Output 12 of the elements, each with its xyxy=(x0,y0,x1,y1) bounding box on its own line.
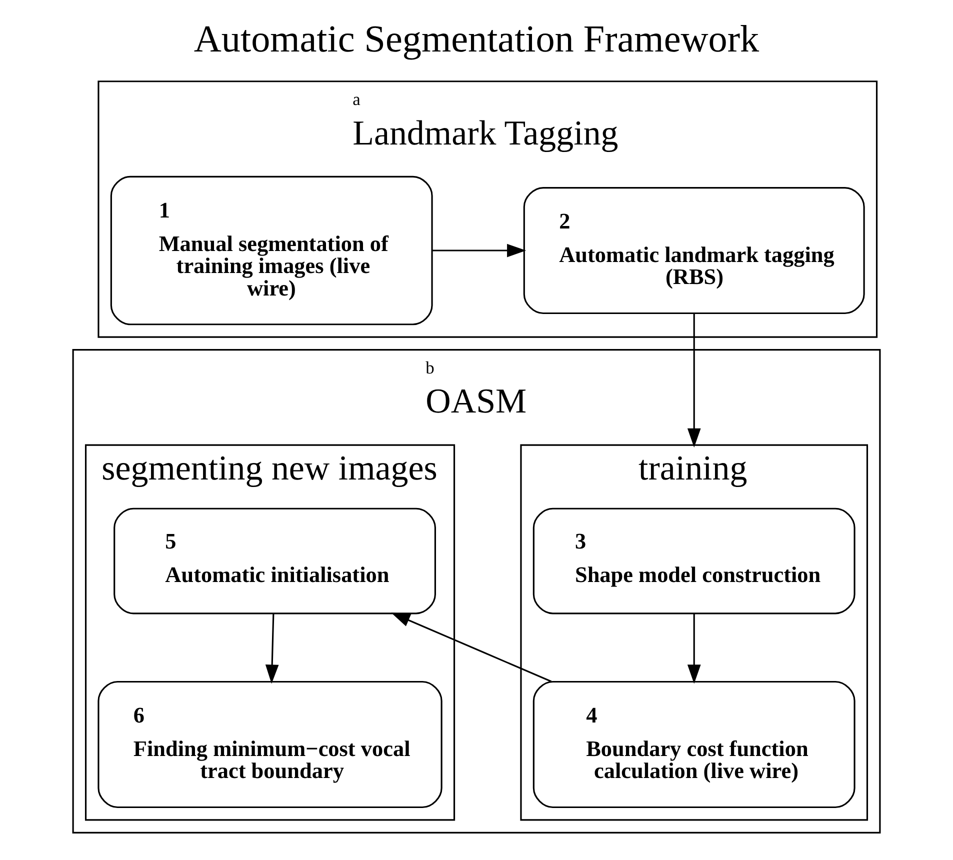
node-box: 1 Manual segmentation of training images (live wire) xyxy=(110,176,433,326)
node-box: 2 Automatic landmark tagging (RBS) xyxy=(523,186,865,314)
diagram-title: Automatic Segmentation Framework xyxy=(194,18,760,60)
node-box: 6 Finding minimum−cost vocal tract boundary xyxy=(98,680,442,808)
node-box: 4 Boundary cost function calculation (live wire) xyxy=(532,680,856,808)
arrow xyxy=(265,614,279,684)
arrow xyxy=(432,244,526,258)
node-box: 5 Automatic initialisation xyxy=(114,508,436,614)
arrow xyxy=(687,614,701,684)
arrow xyxy=(687,314,701,448)
arrow xyxy=(391,612,552,682)
node-box: 3 Shape model construction xyxy=(532,508,856,614)
